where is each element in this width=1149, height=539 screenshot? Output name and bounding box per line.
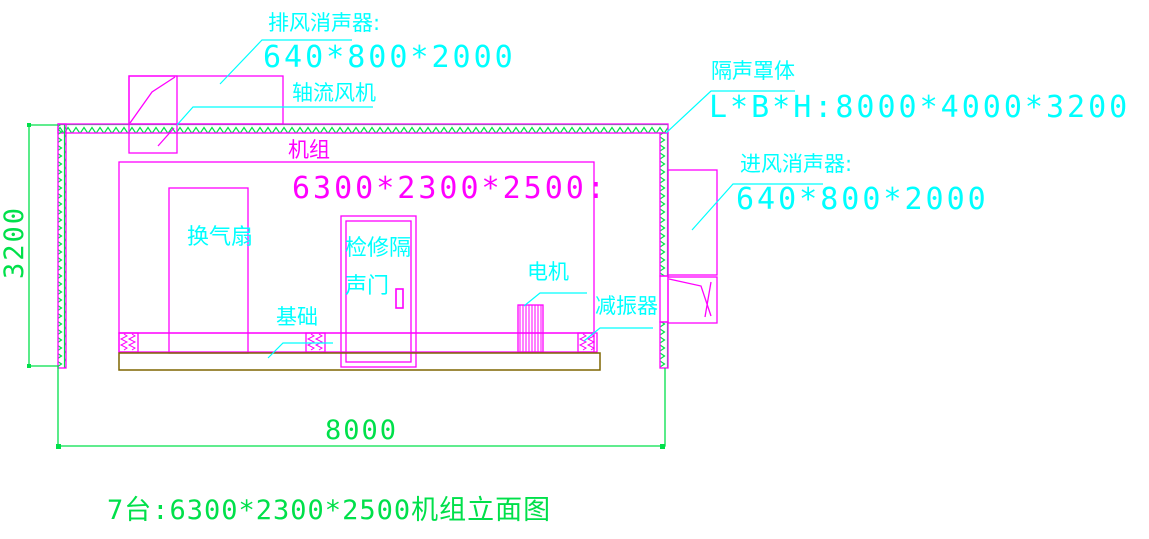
axial-fan-blade-line (129, 76, 176, 124)
intake-silencer-box (667, 169, 718, 276)
width-dimension-text: 8000 (325, 415, 399, 446)
intake-silencer-leader (691, 183, 823, 231)
axial-fan-box (128, 75, 178, 154)
exhaust-silencer-and-fan (128, 75, 284, 154)
leader-lines (176, 39, 823, 359)
foundation-leader (267, 342, 333, 359)
spring-symbols (119, 333, 596, 351)
unit-label: 机组 (288, 138, 330, 162)
intake-silencer-size: 640*800*2000 (736, 182, 989, 217)
exhaust-silencer-leader (219, 39, 352, 85)
left-wall (57, 123, 67, 369)
door-inner-frame (345, 220, 412, 363)
enclosure-walls (57, 123, 669, 369)
access-door-label-line1: 检修隔 (345, 236, 412, 261)
motor-body (517, 304, 544, 353)
foundation-label: 基础 (276, 305, 318, 329)
right-wall-lower (659, 321, 669, 369)
ventilation-fan-box (168, 187, 249, 354)
right-wall-gap (659, 275, 669, 323)
right-wall-upper (659, 132, 669, 277)
height-dimension-text: 3200 (0, 205, 30, 279)
exhaust-silencer-box (128, 75, 284, 125)
enclosure-leader (665, 90, 795, 134)
intake-silencer-assembly (667, 169, 718, 324)
drawing-caption: 7台:6300*2300*2500机组立面图 (107, 495, 552, 526)
enclosure-size: L*B*H:8000*4000*3200 (709, 90, 1131, 125)
door-handle (395, 288, 404, 309)
flexible-duct-fold2 (704, 281, 712, 318)
axial-fan-leader (176, 106, 373, 126)
access-door-label-line2: 声门 (345, 274, 390, 299)
foundation-slab (118, 352, 601, 371)
intake-silencer-label: 进风消声器: (740, 152, 853, 176)
exhaust-silencer-label: 排风消声器: (268, 11, 381, 35)
axial-fan-label: 轴流风机 (292, 81, 376, 105)
damper-leader (583, 327, 653, 342)
motor-label: 电机 (527, 260, 569, 284)
spring-box-left (118, 332, 139, 353)
flexible-duct-fold (668, 278, 712, 317)
unit-size: 6300*2300*2500: (292, 171, 608, 206)
exhaust-silencer-size: 640*800*2000 (263, 40, 516, 75)
spring-box-right (577, 332, 598, 353)
axial-fan-blade-line2 (157, 127, 175, 147)
motor-leader (523, 292, 587, 307)
door-outer-frame (340, 215, 417, 368)
vibration-damper-label: 减振器 (595, 294, 658, 318)
flexible-duct-box (667, 276, 718, 324)
ventilation-fan-label: 换气扇 (187, 225, 254, 250)
top-wall (57, 123, 669, 134)
dimension-arrows (27, 123, 665, 449)
enclosure-label: 隔声罩体 (711, 59, 795, 83)
